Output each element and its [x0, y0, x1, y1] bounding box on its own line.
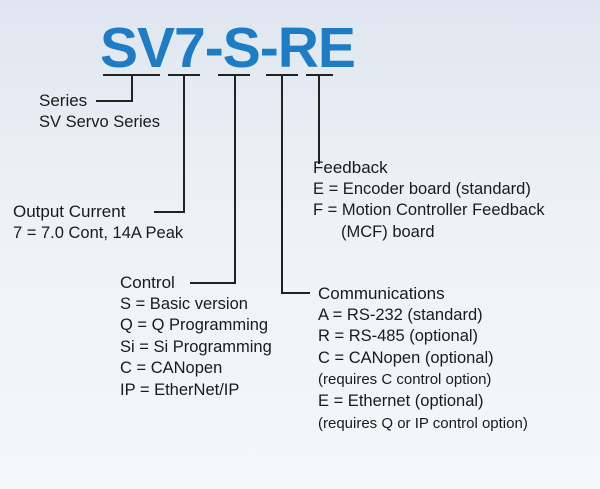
output-current-group: Output Current 7 = 7.0 Cont, 14A Peak — [13, 201, 183, 244]
feedback-item-continuation: (MCF) board — [341, 222, 435, 241]
code-dash: - — [259, 16, 279, 80]
code-part-control: S — [222, 16, 261, 80]
series-heading: Series — [39, 91, 88, 110]
control-item: Si = Si Programming — [120, 337, 272, 356]
control-item: S = Basic version — [120, 294, 248, 313]
communications-item: R = RS-485 (optional) — [318, 327, 479, 346]
feedback-item: E = Encoder board (standard) — [313, 179, 531, 198]
control-group: Control S = Basic version Q = Q Programm… — [120, 272, 272, 402]
communications-item: E = Ethernet (optional) — [318, 391, 484, 410]
communications-item: A = RS-232 (standard) — [318, 305, 483, 324]
model-code: SV7-S-RE — [100, 16, 356, 80]
output-current-item: 7 = 7.0 Cont, 14A Peak — [13, 223, 184, 242]
communications-note: (requires Q or IP control option) — [318, 414, 528, 432]
communications-heading: Communications — [318, 284, 445, 303]
code-dash: - — [204, 16, 224, 80]
control-heading: Control — [120, 273, 175, 292]
communications-note: (requires C control option) — [318, 371, 492, 389]
series-group: Series SV Servo Series — [39, 90, 160, 133]
code-part-series-current: SV7 — [100, 16, 206, 80]
communications-group: Communications A = RS-232 (standard) R =… — [318, 283, 528, 434]
output-current-heading: Output Current — [13, 202, 126, 221]
feedback-heading: Feedback — [313, 158, 388, 177]
series-item: SV Servo Series — [39, 112, 161, 131]
control-item: C = CANopen — [120, 359, 223, 378]
feedback-item: F = Motion Controller Feedback — [313, 201, 545, 220]
code-part-comms-feedback: RE — [277, 16, 356, 80]
feedback-group: Feedback E = Encoder board (standard) F … — [313, 157, 545, 243]
control-item: IP = EtherNet/IP — [120, 380, 240, 399]
control-item: Q = Q Programming — [120, 316, 269, 335]
communications-item: C = CANopen (optional) — [318, 348, 494, 367]
